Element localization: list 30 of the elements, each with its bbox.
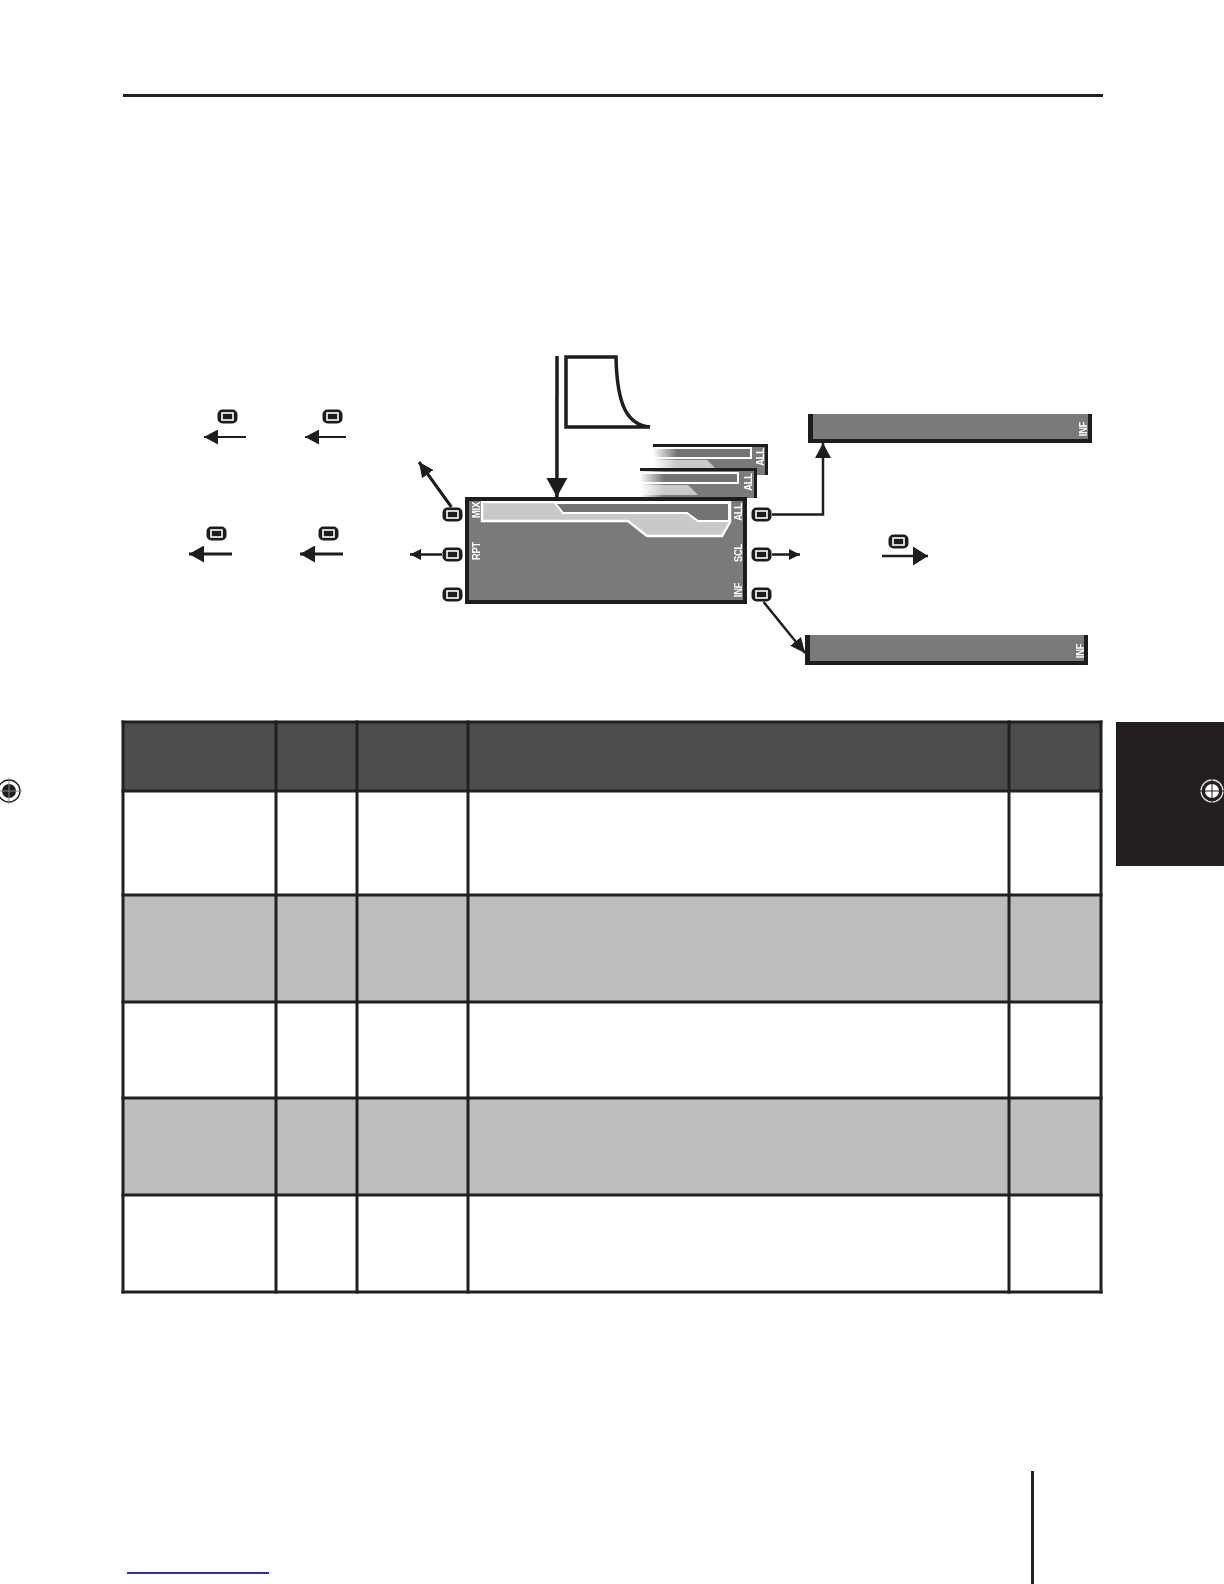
display-label: ALL xyxy=(742,473,754,491)
arrow xyxy=(410,549,442,560)
display-label: RPT xyxy=(470,542,482,560)
display-label: INF xyxy=(732,582,744,598)
lcd-display-bar xyxy=(808,414,1092,443)
lcd-display-bar xyxy=(805,635,1088,665)
button-icon xyxy=(442,547,463,562)
button-icon xyxy=(751,547,772,562)
button-icon xyxy=(318,526,339,541)
button-icon xyxy=(888,534,909,549)
arrow xyxy=(417,461,453,508)
button-icon xyxy=(442,507,463,522)
button-icon xyxy=(751,507,772,522)
lcd-display xyxy=(465,497,747,604)
lcd-display xyxy=(640,468,757,498)
display-label: ALL xyxy=(732,503,744,521)
display-label: INF xyxy=(1077,421,1089,437)
display-label: ALL xyxy=(754,448,766,466)
arrow xyxy=(772,549,800,560)
button-icon xyxy=(217,409,238,424)
button-icon xyxy=(442,587,463,602)
button-icon xyxy=(751,587,772,602)
display-label: INF xyxy=(1074,643,1086,659)
arrow xyxy=(547,356,567,497)
button-icon xyxy=(322,409,343,424)
display-label: MIX xyxy=(470,502,482,518)
button-icon xyxy=(206,526,227,541)
arrow xyxy=(762,601,806,654)
display-label: SCL xyxy=(732,544,744,562)
arrow xyxy=(772,443,831,516)
